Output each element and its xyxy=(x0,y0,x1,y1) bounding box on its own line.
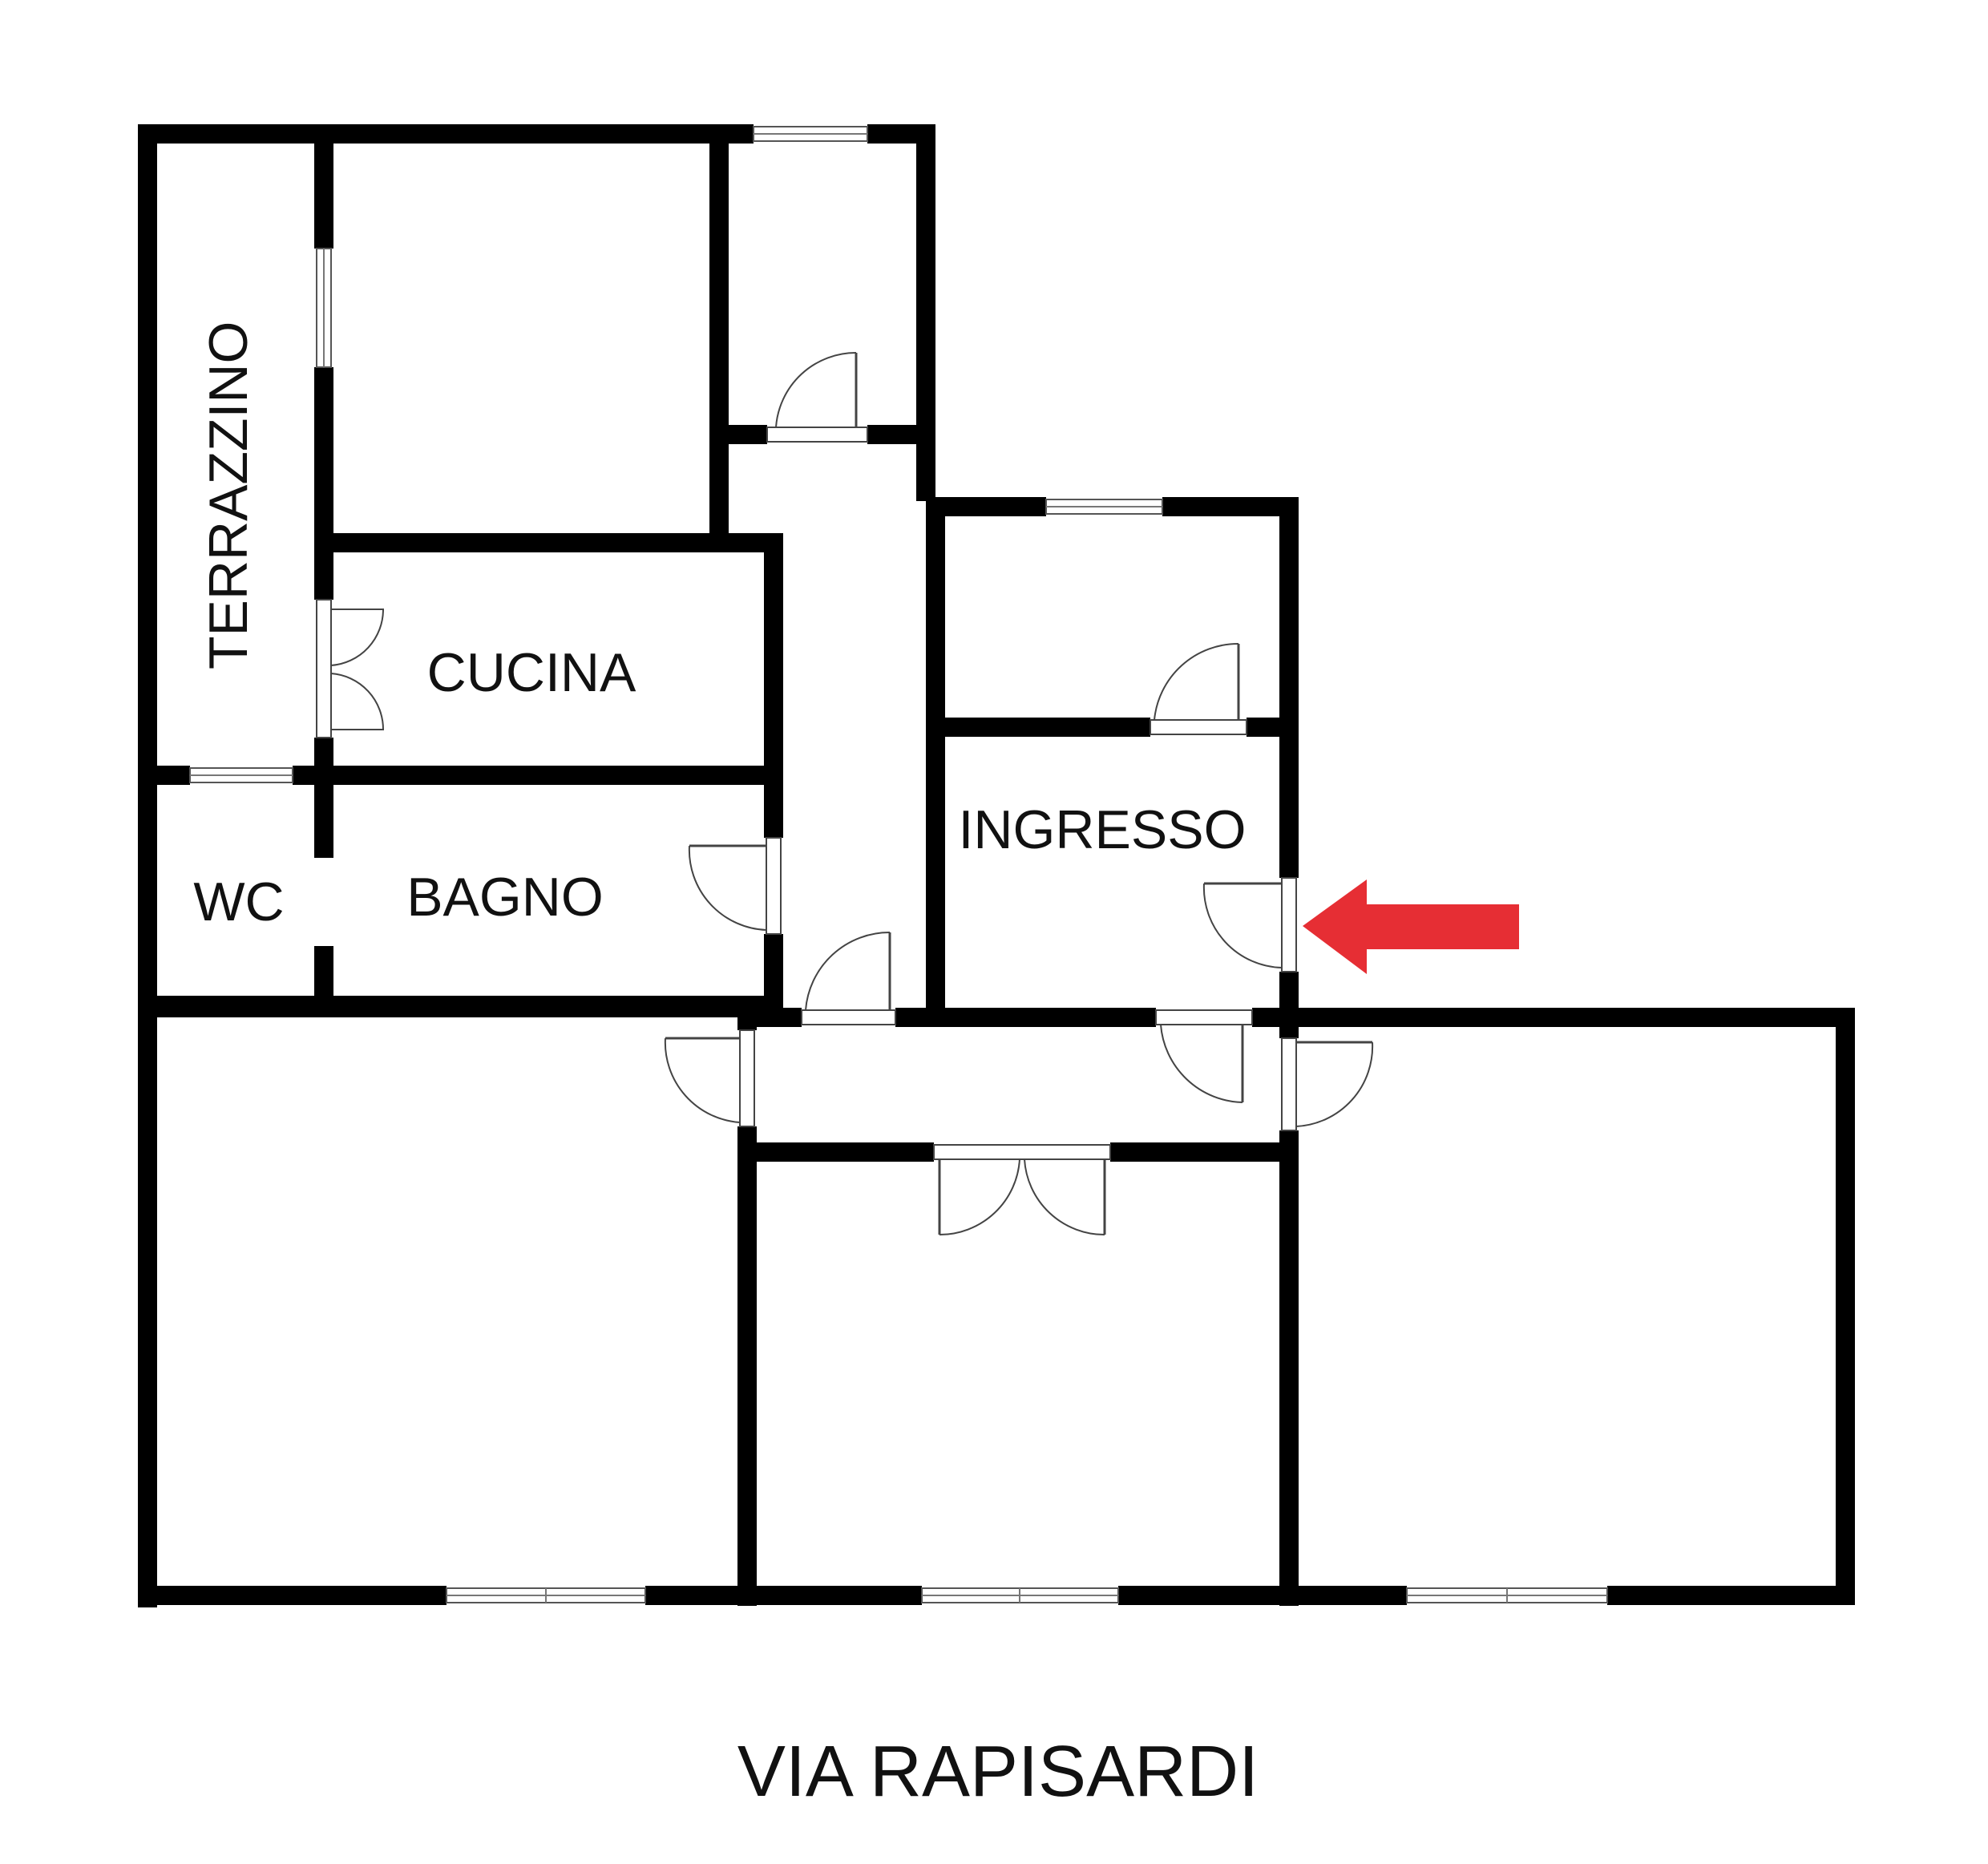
window-bottom-left xyxy=(446,1587,646,1603)
door-right-room xyxy=(1281,1037,1374,1131)
door-entrance xyxy=(1202,877,1297,972)
wall-hall-top-b xyxy=(895,1008,1156,1027)
windows xyxy=(189,126,1608,1603)
wall-bottom-c xyxy=(1118,1586,1407,1605)
wall-left-room-right-b xyxy=(737,1126,757,1606)
wall-block-right-top-a xyxy=(926,497,1046,516)
door-cucina-terrazzino xyxy=(316,599,385,738)
door-left-room xyxy=(664,1029,755,1127)
wall-small-room-bottom-b xyxy=(867,425,935,444)
door-bagno xyxy=(688,837,782,935)
street-label: VIA RAPISARDI xyxy=(737,1732,1259,1812)
wall-terrazzino-right-a xyxy=(314,124,333,249)
room-label-cucina: CUCINA xyxy=(427,642,636,703)
wall-cucina-top xyxy=(314,533,783,552)
wall-left-room-top xyxy=(138,998,751,1017)
wall-mid-right-a xyxy=(1279,1026,1299,1038)
wall-right-room-right xyxy=(1836,1008,1855,1601)
window-bottom-right xyxy=(1406,1587,1608,1603)
wall-bottom-a xyxy=(138,1586,446,1605)
door-small-top-room xyxy=(766,351,868,443)
room-label-ingresso: INGRESSO xyxy=(959,799,1247,860)
wall-hall-bottom-b xyxy=(1110,1142,1299,1162)
wall-small-room-bottom-a xyxy=(709,425,767,444)
wall-corridor-right-b xyxy=(926,497,945,1010)
door-ingresso-hall xyxy=(1155,1009,1253,1103)
room-label-bagno: BAGNO xyxy=(406,867,604,928)
doors xyxy=(316,351,1374,1236)
wall-terrazzino-bottom-a xyxy=(138,766,190,785)
wall-bottom-d xyxy=(1607,1586,1855,1605)
door-right-block-room xyxy=(1150,642,1247,735)
window-top-small-room xyxy=(753,126,868,142)
window-right-block-top xyxy=(1045,499,1163,515)
wall-block-right-side-a xyxy=(1279,497,1299,878)
door-corridor xyxy=(801,931,896,1025)
wall-mid-right-b xyxy=(1279,1130,1299,1606)
arrow-left-icon xyxy=(1303,879,1519,974)
window-terrazzino-side xyxy=(316,248,332,368)
window-terrazzino-bottom xyxy=(189,767,293,783)
wall-outer-left xyxy=(138,124,157,1607)
wall-right-room-top xyxy=(1279,1008,1855,1027)
wall-terrazzino-right-b xyxy=(314,367,333,600)
wall-ingresso-top-b xyxy=(1247,718,1299,737)
room-label-wc: WC xyxy=(193,871,284,932)
room-label-terrazzino: TERRAZZINO xyxy=(198,321,259,669)
wall-bagno-right-a xyxy=(764,766,783,838)
wall-top-small-room-a xyxy=(729,124,754,144)
walls xyxy=(138,124,1855,1607)
wall-hall-bottom-a xyxy=(737,1142,934,1162)
wall-bottom-b xyxy=(645,1586,922,1605)
wall-corridor-left xyxy=(764,934,783,1022)
door-middle-room xyxy=(933,1144,1111,1236)
wall-ingresso-top-a xyxy=(926,718,1150,737)
wall-block-right-top-b xyxy=(1162,497,1299,516)
wall-corridor-right-a xyxy=(916,445,935,501)
wall-left-room-right-a xyxy=(737,1008,757,1030)
wall-top-left xyxy=(138,124,751,144)
wall-wc-bagno-a xyxy=(314,766,333,858)
window-bottom-middle xyxy=(921,1587,1119,1603)
wall-cucina-bottom xyxy=(314,766,783,785)
wall-small-room-left xyxy=(709,124,729,541)
